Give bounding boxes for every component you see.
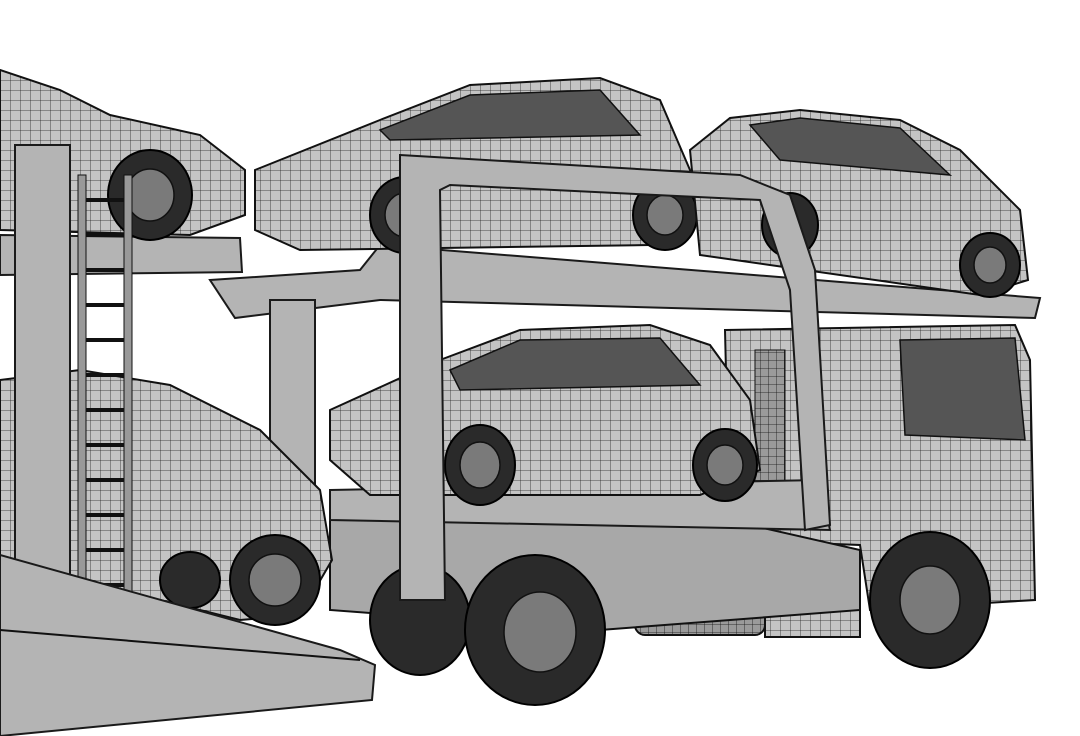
rear-wheel [369, 554, 606, 706]
front-wheel [869, 531, 991, 669]
car-lower-middle [329, 323, 762, 506]
front-arch-frame [399, 153, 832, 601]
car-upper-right [688, 108, 1030, 298]
windshield [899, 337, 1026, 441]
